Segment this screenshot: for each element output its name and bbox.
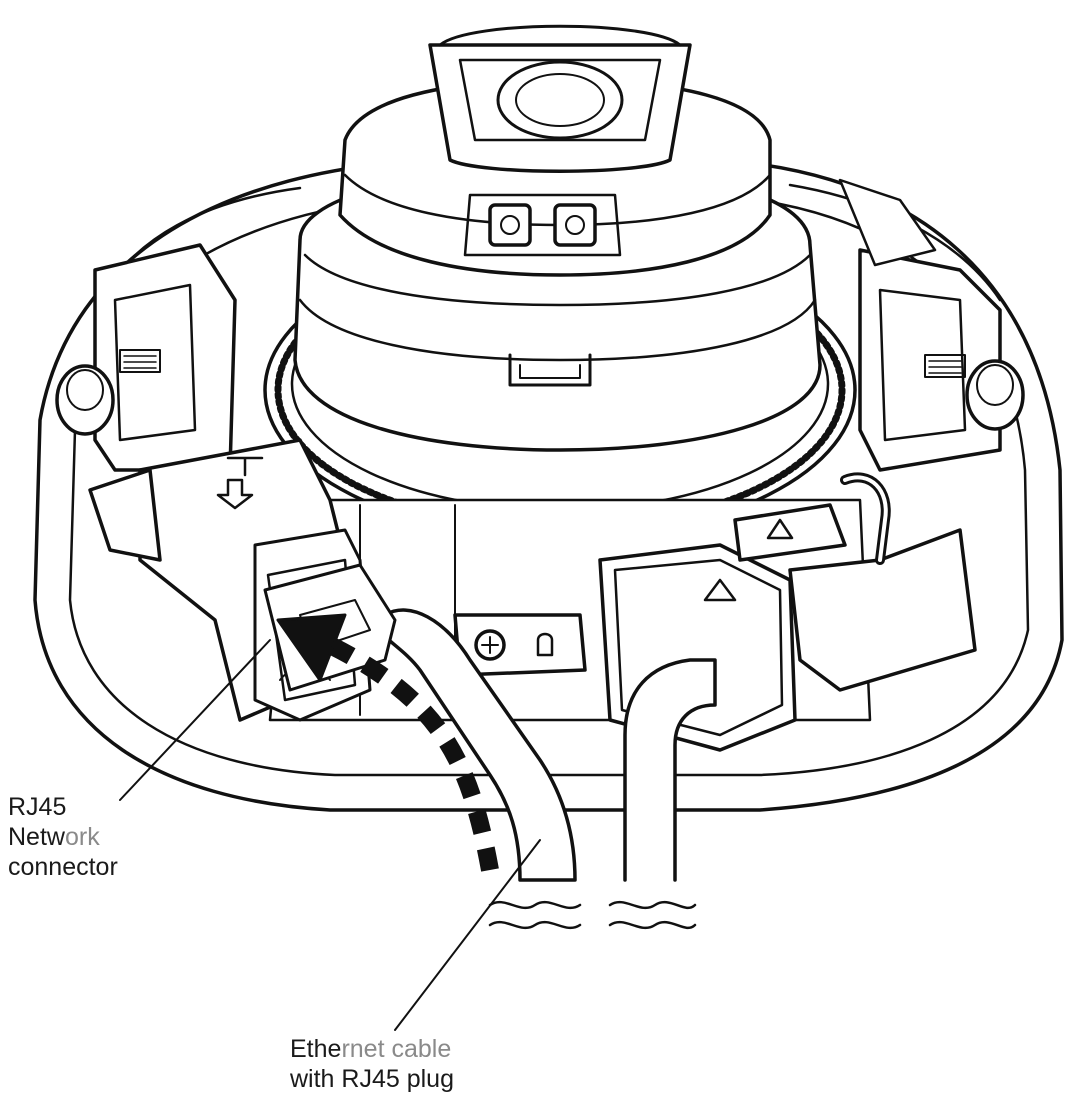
- leader-lines: [119, 639, 541, 1031]
- power-cable: [623, 658, 717, 882]
- rj45-label-line3: connector: [8, 853, 118, 881]
- rj45-label-line1: RJ45: [8, 793, 67, 821]
- ethernet-label-line1: Ethernet cable: [290, 1034, 454, 1064]
- rj45-network-connector-label: RJ45 Network connector: [8, 792, 118, 882]
- insertion-arrow: [276, 613, 499, 872]
- right-clip-housing: [838, 178, 1025, 472]
- ethernet-label-line1-part1: Ethe: [290, 1035, 342, 1063]
- rj45-label-line2-part1: Netw: [8, 823, 65, 851]
- triangle-mark-icon: [703, 578, 737, 602]
- left-clip-housing: [55, 243, 237, 472]
- rj45-label-line2: Network: [8, 822, 118, 852]
- cable-break-lines: [488, 900, 697, 930]
- lens-block: [428, 24, 692, 257]
- ethernet-label-line2: with RJ45 plug: [290, 1065, 454, 1093]
- rj45-label-line2-part2: ork: [64, 823, 100, 851]
- ethernet-cable-label: Ethernet cable with RJ45 plug: [290, 1034, 454, 1094]
- top-arrow-icon: [216, 456, 264, 510]
- ethernet-label-line1-part2: rnet cable: [341, 1035, 452, 1063]
